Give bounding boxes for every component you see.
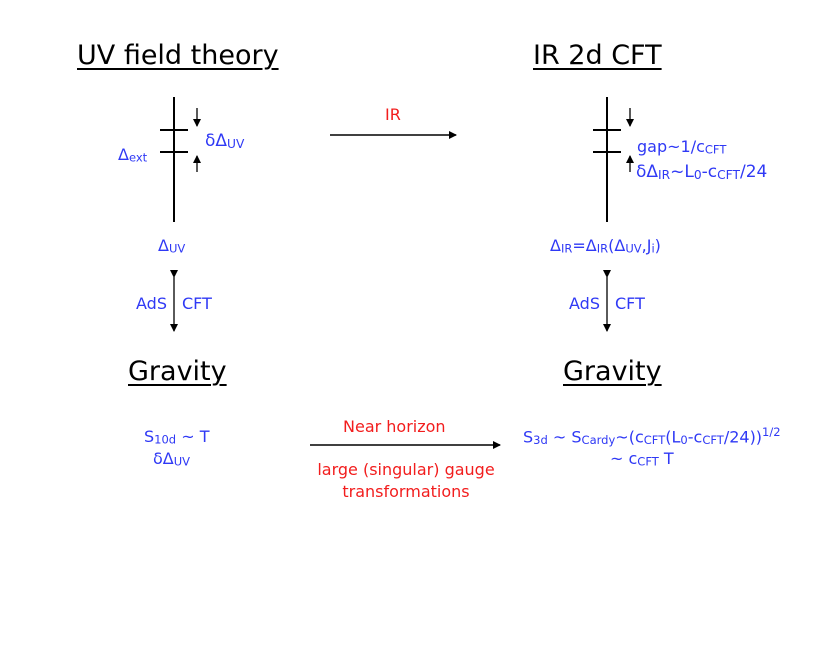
delta-delta-ir-label: δΔIR~L0-cCFT/24 (636, 162, 768, 182)
uv-heading: UV field theory (77, 40, 279, 71)
delta-uv-label: ΔUV (158, 236, 186, 256)
gravity-right-heading: Gravity (563, 356, 662, 387)
ads-label-right: AdS (569, 294, 600, 313)
near-horizon-label: Near horizon (343, 417, 446, 436)
delta-ext-label: Δext (118, 145, 148, 165)
ir-arrow-label: IR (385, 105, 401, 124)
c-cft-t-label: ~ cCFT T (610, 449, 674, 469)
entropy-10d-label: S10d ~ T (144, 427, 210, 447)
gauge-transformations-label: large (singular) gauge transformations (317, 460, 495, 501)
cft-label-right: CFT (615, 294, 645, 313)
ads-label-left: AdS (136, 294, 167, 313)
gravity-left-heading: Gravity (128, 356, 227, 387)
delta-delta-uv-label: δΔUV (205, 131, 245, 151)
gap-label: gap~1/cCFT (637, 137, 727, 157)
delta-delta-uv-gravity-label: δΔUV (153, 449, 191, 469)
delta-ir-label: ΔIR=ΔIR(ΔUV,Ji) (550, 236, 661, 256)
entropy-3d-cardy-label: S3d ~ SCardy~(cCFT(L0-cCFT/24))1/2 (523, 425, 781, 448)
ir-heading: IR 2d CFT (533, 40, 662, 71)
cft-label-left: CFT (182, 294, 212, 313)
